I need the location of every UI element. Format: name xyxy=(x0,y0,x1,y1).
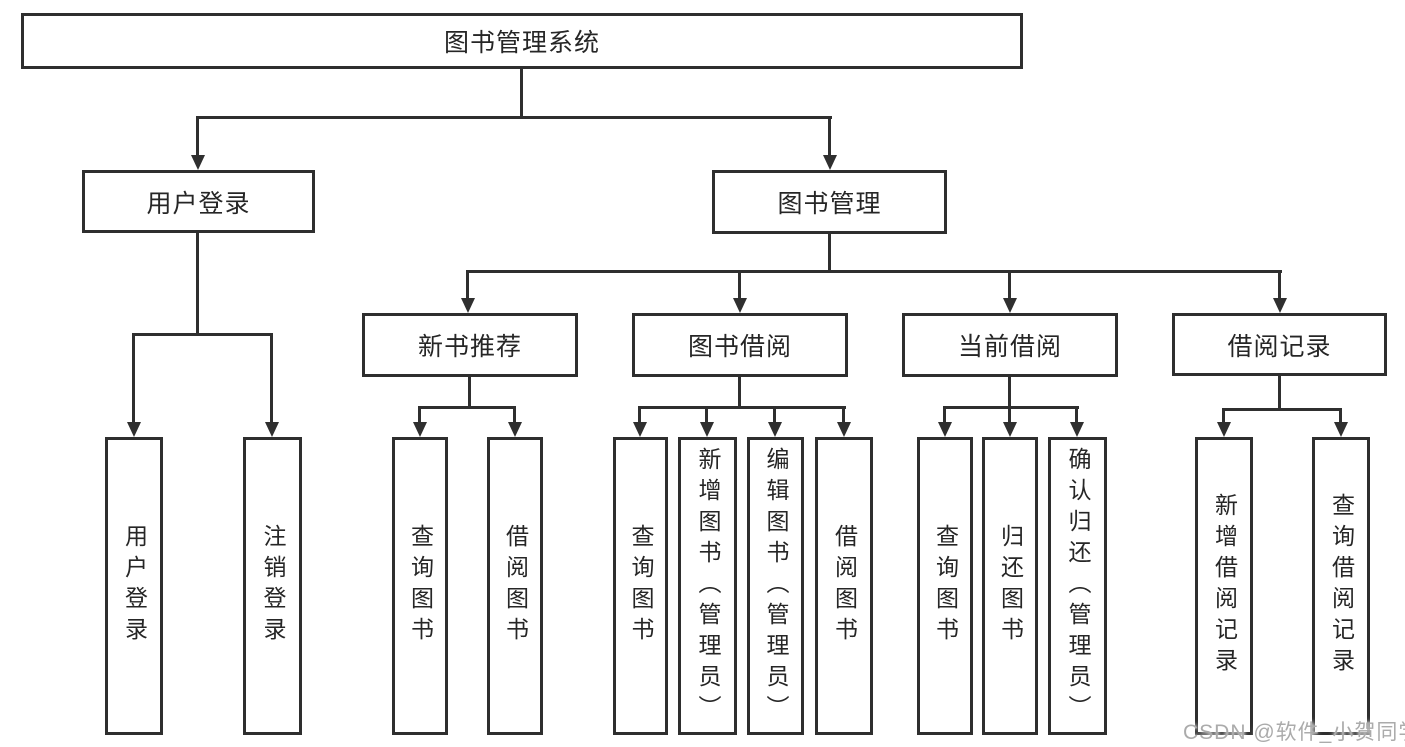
arrowhead-down-icon xyxy=(191,155,205,170)
connector-line xyxy=(196,233,199,335)
connector-line xyxy=(828,118,831,157)
connector-line xyxy=(132,335,135,424)
connector-line xyxy=(828,234,831,272)
arrowhead-down-icon xyxy=(1070,422,1084,437)
connector-line xyxy=(943,406,1079,409)
leaf-label: 归还图书 xyxy=(997,524,1024,648)
leaf-edit-book-admin: 编辑图书（管理员） xyxy=(747,437,804,735)
node-label: 当前借阅 xyxy=(957,333,1062,361)
arrowhead-down-icon xyxy=(1217,422,1231,437)
node-label: 图书管理系统 xyxy=(443,29,600,57)
connector-line xyxy=(638,408,641,424)
leaf-label: 查询图书 xyxy=(628,524,654,648)
arrowhead-down-icon xyxy=(1003,298,1017,313)
connector-line xyxy=(1339,410,1342,424)
connector-line xyxy=(1278,376,1281,410)
leaf-label: 查询图书 xyxy=(407,524,434,648)
connector-line xyxy=(418,406,516,409)
connector-line xyxy=(196,118,199,157)
leaf-label: 注销登录 xyxy=(260,524,286,648)
node-user-login-branch: 用户登录 xyxy=(82,170,315,233)
arrowhead-down-icon xyxy=(1273,298,1287,313)
arrowhead-down-icon xyxy=(700,422,714,437)
leaf-user-login: 用户登录 xyxy=(105,437,163,735)
connector-line xyxy=(468,377,471,408)
node-new-book-recommend: 新书推荐 xyxy=(362,313,578,377)
arrowhead-down-icon xyxy=(413,422,427,437)
node-label: 借阅记录 xyxy=(1227,332,1332,361)
leaf-label: 查询图书 xyxy=(932,524,959,648)
node-book-borrow: 图书借阅 xyxy=(632,313,848,377)
node-current-borrow: 当前借阅 xyxy=(902,313,1118,377)
connector-line xyxy=(1075,408,1078,424)
connector-line xyxy=(638,406,846,409)
leaf-label: 用户登录 xyxy=(121,524,148,648)
leaf-label: 借阅图书 xyxy=(502,524,529,648)
arrowhead-down-icon xyxy=(508,422,522,437)
connector-line xyxy=(513,408,516,424)
arrowhead-down-icon xyxy=(768,422,782,437)
connector-line xyxy=(270,335,273,424)
leaf-label: 查询借阅记录 xyxy=(1328,493,1355,679)
connector-line xyxy=(705,408,708,424)
leaf-add-borrow-record: 新增借阅记录 xyxy=(1195,437,1253,735)
connector-line xyxy=(1222,410,1225,424)
leaf-query-books-recommend: 查询图书 xyxy=(392,437,448,735)
arrowhead-down-icon xyxy=(837,422,851,437)
connector-line xyxy=(1278,272,1281,300)
arrowhead-down-icon xyxy=(938,422,952,437)
connector-line xyxy=(842,408,845,424)
arrowhead-down-icon xyxy=(1003,422,1017,437)
node-root-library-system: 图书管理系统 xyxy=(21,13,1023,69)
connector-line xyxy=(418,408,421,424)
connector-line xyxy=(738,377,741,408)
leaf-label: 编辑图书（管理员） xyxy=(763,446,789,726)
arrowhead-down-icon xyxy=(1334,422,1348,437)
arrowhead-down-icon xyxy=(823,155,837,170)
connector-line xyxy=(132,333,273,336)
connector-line xyxy=(1008,408,1011,424)
node-borrow-records: 借阅记录 xyxy=(1172,313,1387,376)
leaf-label: 新增借阅记录 xyxy=(1211,493,1238,679)
csdn-watermark: CSDN @软件_小贺同学 xyxy=(1183,721,1405,744)
arrowhead-down-icon xyxy=(127,422,141,437)
connector-line xyxy=(196,116,832,119)
arrowhead-down-icon xyxy=(733,298,747,313)
node-label: 用户登录 xyxy=(146,189,251,218)
connector-line xyxy=(943,408,946,424)
arrowhead-down-icon xyxy=(461,298,475,313)
leaf-return-books: 归还图书 xyxy=(982,437,1038,735)
leaf-query-books-current: 查询图书 xyxy=(917,437,973,735)
connector-line xyxy=(520,69,523,118)
arrowhead-down-icon xyxy=(633,422,647,437)
node-label: 图书借阅 xyxy=(687,333,792,361)
leaf-borrow-books: 借阅图书 xyxy=(815,437,873,735)
node-label: 新书推荐 xyxy=(417,333,522,361)
arrowhead-down-icon xyxy=(265,422,279,437)
connector-line xyxy=(773,408,776,424)
connector-line xyxy=(1222,408,1342,411)
connector-line xyxy=(1008,272,1011,300)
node-book-management-branch: 图书管理 xyxy=(712,170,947,234)
leaf-borrow-books-recommend: 借阅图书 xyxy=(487,437,543,735)
connector-line xyxy=(738,272,741,300)
leaf-query-books-borrow: 查询图书 xyxy=(613,437,668,735)
leaf-query-borrow-record: 查询借阅记录 xyxy=(1312,437,1370,735)
connector-line xyxy=(466,272,469,300)
leaf-confirm-return-admin: 确认归还（管理员） xyxy=(1048,437,1107,735)
connector-line xyxy=(1008,377,1011,408)
connector-line xyxy=(466,270,1282,273)
leaf-label: 新增图书（管理员） xyxy=(695,446,721,726)
leaf-add-book-admin: 新增图书（管理员） xyxy=(678,437,737,735)
leaf-logout: 注销登录 xyxy=(243,437,302,735)
leaf-label: 借阅图书 xyxy=(831,524,858,648)
leaf-label: 确认归还（管理员） xyxy=(1065,446,1091,726)
node-label: 图书管理 xyxy=(777,190,882,218)
